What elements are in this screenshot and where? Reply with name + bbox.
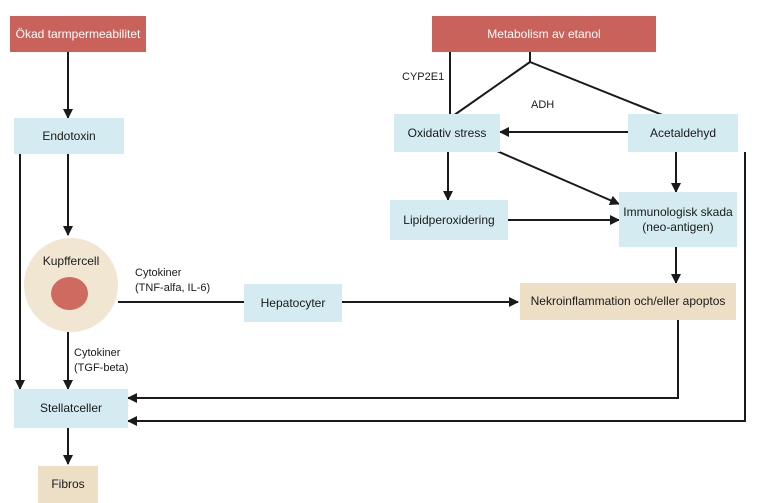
node-hepatocyter: Hepatocyter xyxy=(244,284,342,322)
cytokiner-tnf-line-2: (TNF-alfa, IL-6) xyxy=(135,282,211,294)
label-cytokiner-tnf: Cytokiner (TNF-alfa, IL-6) xyxy=(135,266,210,296)
node-endotoxin: Endotoxin xyxy=(14,118,124,154)
line-adh-left xyxy=(449,61,531,119)
label-cyp2e1: CYP2E1 xyxy=(402,71,445,83)
cytokiner-tgf-line-1: Cytokiner xyxy=(74,347,121,359)
node-stellatceller: Stellatceller xyxy=(14,389,128,428)
arrow-acetaldehyd-stellat xyxy=(127,152,746,426)
kupffer-nucleus xyxy=(51,277,88,310)
arrow-nekro-stellat xyxy=(127,320,679,403)
node-okad-tarmpermeabilitet: Ökad tarmpermeabilitet xyxy=(10,16,146,52)
node-immunologisk-skada: Immunologisk skada (neo-antigen) xyxy=(619,192,737,247)
label-adh: ADH xyxy=(531,99,555,111)
kupffer-cell: Kupffercell xyxy=(24,238,118,332)
kupffer-label: Kupffercell xyxy=(42,254,100,268)
line-adh-right xyxy=(529,61,671,119)
node-metabolism-av-etanol: Metabolism av etanol xyxy=(432,16,656,52)
node-nekroinflammation: Nekroinflammation och/eller apoptos xyxy=(520,283,736,320)
node-acetaldehyd: Acetaldehyd xyxy=(628,114,738,152)
label-cytokiner-tgf: Cytokiner (TGF-beta) xyxy=(74,346,128,376)
node-oxidativ-stress: Oxidativ stress xyxy=(394,114,500,152)
node-lipidperoxidering: Lipidperoxidering xyxy=(390,200,508,240)
immuno-line-1: Immunologisk skada xyxy=(623,204,733,219)
cytokiner-tgf-line-2: (TGF-beta) xyxy=(74,362,129,374)
arrow-oxidativ-immuno xyxy=(489,147,620,206)
cytokiner-tnf-line-1: Cytokiner xyxy=(135,267,182,279)
node-fibros: Fibros xyxy=(38,466,98,503)
immuno-line-2: (neo-antigen) xyxy=(642,219,714,234)
